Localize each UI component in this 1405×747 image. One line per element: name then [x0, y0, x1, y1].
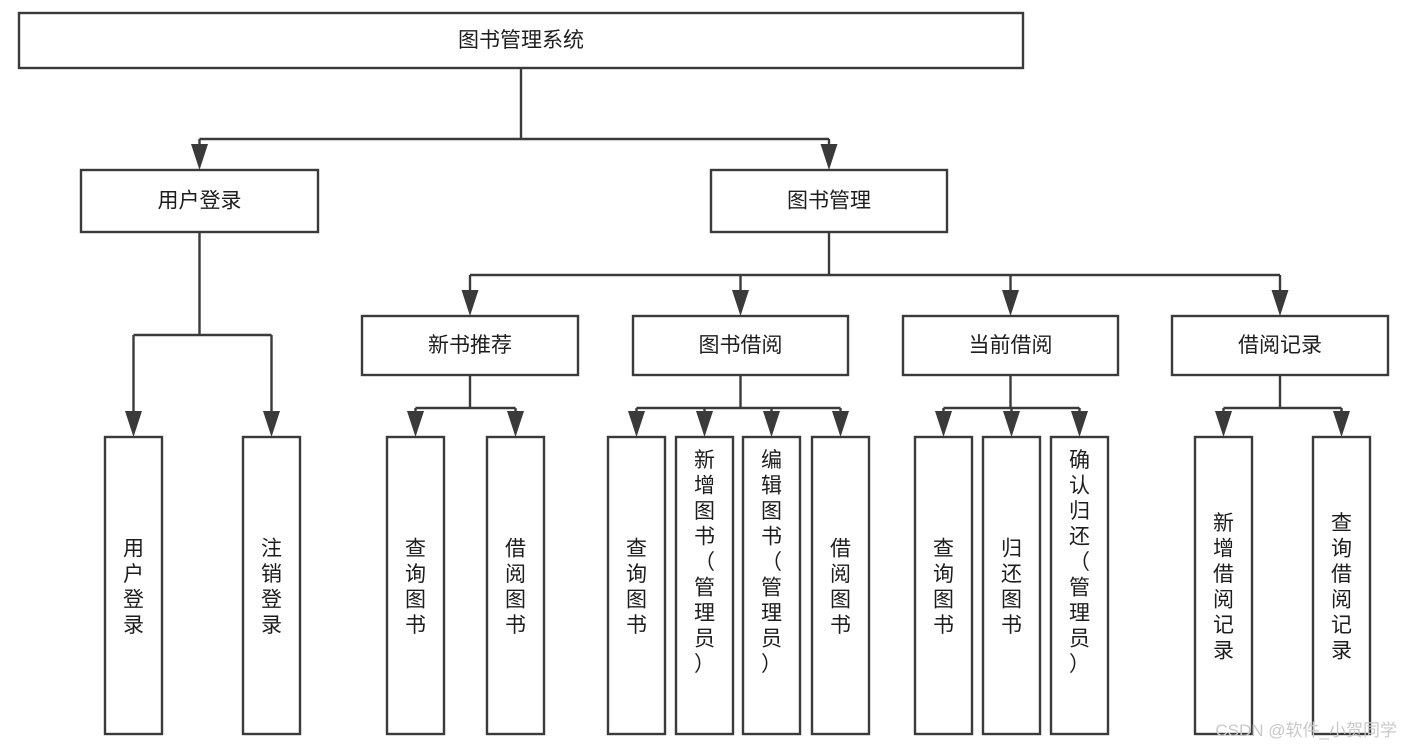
node-label-leaf-query-book-rec: 查询图书 [405, 538, 426, 638]
arrow-head-icon [935, 411, 952, 437]
arrow-head-icon [696, 411, 713, 437]
arrow-head-icon [832, 411, 849, 437]
node-user-login[interactable]: 用户登录 [79, 168, 320, 234]
arrow-head-icon [407, 411, 424, 437]
node-label-current-borrow: 当前借阅 [969, 334, 1053, 357]
node-label-leaf-query-book-current: 查询图书 [933, 538, 954, 638]
arrow-head-icon [628, 411, 645, 437]
node-leaf-add-book[interactable]: 新增图书（管理员） [674, 435, 735, 736]
connector-group-book-manage [461, 232, 1289, 316]
node-box-leaf-query-record[interactable] [1311, 435, 1372, 736]
arrow-head-icon [1002, 290, 1019, 316]
node-box-leaf-user-login[interactable] [103, 435, 164, 736]
node-box-leaf-query-book-borrow[interactable] [606, 435, 667, 736]
node-label-book-manage: 图书管理 [787, 190, 871, 213]
connector-layer [125, 68, 1350, 437]
arrow-head-icon [191, 144, 208, 170]
node-box-leaf-confirm-return[interactable] [1049, 435, 1110, 736]
node-box-user-login[interactable] [79, 168, 320, 234]
arrow-head-icon [263, 411, 280, 437]
node-label-new-book-rec: 新书推荐 [428, 334, 512, 357]
node-leaf-return-book[interactable]: 归还图书 [981, 435, 1042, 736]
node-new-book-rec[interactable]: 新书推荐 [360, 314, 580, 377]
node-box-root[interactable] [17, 11, 1025, 70]
connector-group-root [191, 68, 838, 170]
arrow-head-icon [507, 411, 524, 437]
arrow-head-icon [1215, 411, 1232, 437]
node-box-leaf-borrow-book[interactable] [810, 435, 871, 736]
arrow-head-icon [1003, 411, 1020, 437]
node-leaf-query-book-current[interactable]: 查询图书 [913, 435, 974, 736]
node-layer: 图书管理系统用户登录图书管理新书推荐图书借阅当前借阅借阅记录用户登录注销登录查询… [17, 11, 1390, 736]
node-book-manage[interactable]: 图书管理 [709, 168, 949, 234]
node-box-borrow-record[interactable] [1170, 314, 1390, 377]
node-box-leaf-return-book[interactable] [981, 435, 1042, 736]
node-label-leaf-confirm-return: 确认归还（管理员） [1069, 449, 1090, 676]
node-label-leaf-query-book-borrow: 查询图书 [626, 538, 647, 638]
connector-group-current-borrow [935, 375, 1088, 437]
node-leaf-borrow-book[interactable]: 借阅图书 [810, 435, 871, 736]
node-label-root: 图书管理系统 [458, 29, 584, 52]
node-root[interactable]: 图书管理系统 [17, 11, 1025, 70]
arrow-head-icon [461, 290, 479, 316]
node-box-leaf-edit-book[interactable] [741, 435, 802, 736]
node-box-leaf-logout[interactable] [241, 435, 302, 736]
node-label-borrow-record: 借阅记录 [1238, 334, 1322, 357]
node-label-user-login: 用户登录 [158, 190, 242, 213]
node-label-leaf-logout: 注销登录 [261, 538, 282, 638]
node-label-leaf-user-login: 用户登录 [123, 538, 144, 638]
arrow-head-icon [1271, 290, 1289, 316]
node-label-leaf-add-book: 新增图书（管理员） [694, 449, 715, 676]
node-label-leaf-borrow-book-rec: 借阅图书 [505, 538, 526, 638]
node-leaf-query-record[interactable]: 查询借阅记录 [1311, 435, 1372, 736]
arrow-head-icon [125, 411, 142, 437]
node-box-leaf-borrow-book-rec[interactable] [485, 435, 546, 736]
arrow-head-icon [763, 411, 780, 437]
node-box-new-book-rec[interactable] [360, 314, 580, 377]
node-box-leaf-add-book[interactable] [674, 435, 735, 736]
arrow-head-icon [1333, 411, 1350, 437]
node-box-leaf-query-book-current[interactable] [913, 435, 974, 736]
node-label-leaf-edit-book: 编辑图书（管理员） [761, 449, 782, 676]
node-leaf-user-login[interactable]: 用户登录 [103, 435, 164, 736]
node-label-leaf-borrow-book: 借阅图书 [830, 538, 851, 638]
node-current-borrow[interactable]: 当前借阅 [901, 314, 1120, 377]
arrow-head-icon [820, 144, 838, 170]
arrow-head-icon [1071, 411, 1088, 437]
node-label-leaf-return-book: 归还图书 [1001, 538, 1022, 638]
node-box-current-borrow[interactable] [901, 314, 1120, 377]
node-borrow-record[interactable]: 借阅记录 [1170, 314, 1390, 377]
connector-group-new-book-rec [407, 375, 524, 437]
node-box-leaf-add-record[interactable] [1193, 435, 1254, 736]
arrow-head-icon [732, 290, 749, 316]
node-box-book-manage[interactable] [709, 168, 949, 234]
connector-group-book-borrow [628, 375, 849, 437]
node-book-borrow[interactable]: 图书借阅 [631, 314, 850, 377]
node-leaf-query-book-rec[interactable]: 查询图书 [385, 435, 446, 736]
node-label-leaf-query-record: 查询借阅记录 [1331, 512, 1352, 663]
node-label-book-borrow: 图书借阅 [699, 334, 783, 357]
node-label-leaf-add-record: 新增借阅记录 [1213, 512, 1234, 663]
node-leaf-edit-book[interactable]: 编辑图书（管理员） [741, 435, 802, 736]
node-leaf-add-record[interactable]: 新增借阅记录 [1193, 435, 1254, 736]
node-box-book-borrow[interactable] [631, 314, 850, 377]
node-leaf-borrow-book-rec[interactable]: 借阅图书 [485, 435, 546, 736]
connector-group-user-login [125, 232, 280, 437]
node-box-leaf-query-book-rec[interactable] [385, 435, 446, 736]
node-leaf-logout[interactable]: 注销登录 [241, 435, 302, 736]
node-leaf-query-book-borrow[interactable]: 查询图书 [606, 435, 667, 736]
node-leaf-confirm-return[interactable]: 确认归还（管理员） [1049, 435, 1110, 736]
connector-group-borrow-record [1215, 375, 1350, 437]
